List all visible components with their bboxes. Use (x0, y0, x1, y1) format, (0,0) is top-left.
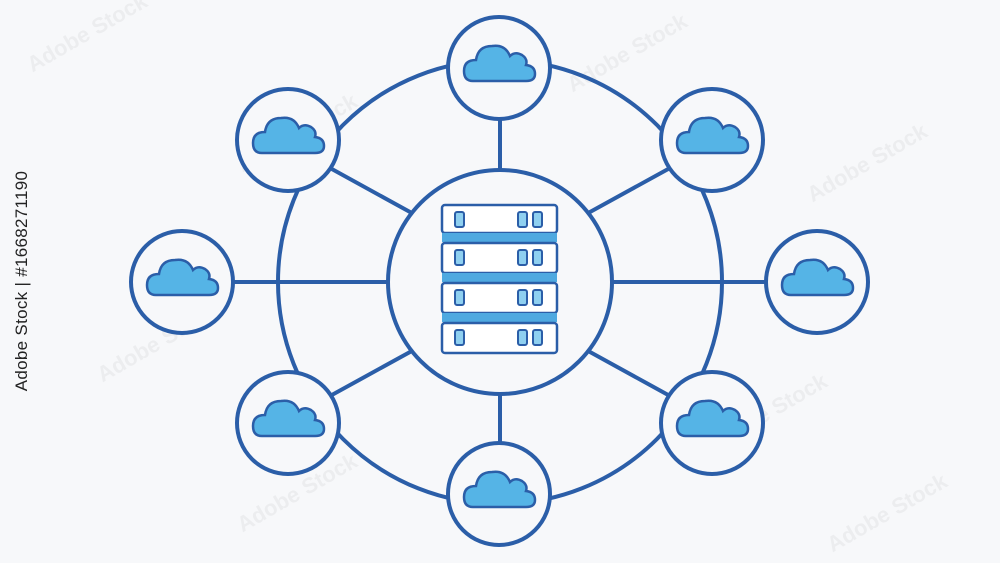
cloud-node-bottom-right (659, 370, 765, 476)
spoke-lines (233, 118, 767, 448)
cloud-node-left (129, 229, 235, 335)
cloud-node-right (764, 229, 870, 335)
spoke-line (588, 166, 672, 214)
cloud-node-top-left (235, 87, 341, 193)
cloud-node-top (446, 15, 552, 121)
spoke-line (588, 350, 672, 398)
cloud-node-top-right (659, 87, 765, 193)
cloud-node-bottom (446, 441, 552, 547)
stock-id-label: Adobe Stock | #1668271190 (12, 170, 31, 392)
server-rack-icon (440, 203, 559, 355)
spoke-line (328, 350, 412, 398)
cloud-node-bottom-left (235, 370, 341, 476)
spoke-line (328, 166, 412, 214)
